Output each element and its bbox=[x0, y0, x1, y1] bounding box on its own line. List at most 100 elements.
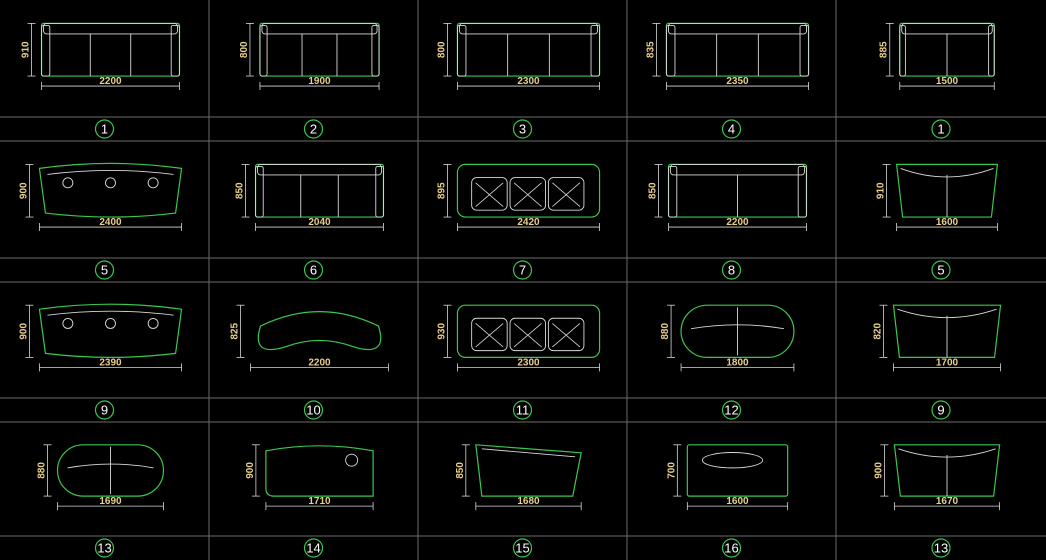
width-dimension-label: 2350 bbox=[726, 76, 749, 87]
item-number-label: 1 bbox=[101, 122, 108, 137]
tufted-cushion bbox=[547, 317, 585, 352]
item-number-circle bbox=[512, 538, 533, 558]
sofa-outline bbox=[680, 304, 795, 359]
tuft-pattern bbox=[513, 323, 542, 348]
sofa-arm bbox=[375, 165, 384, 218]
sofa-outline bbox=[456, 304, 601, 359]
width-dimension-label: 2200 bbox=[308, 357, 331, 368]
tufted-cushion bbox=[471, 177, 508, 211]
item-number-circle bbox=[303, 400, 324, 420]
item-number-circle bbox=[94, 119, 115, 139]
item-number-circle bbox=[512, 400, 533, 420]
depth-dimension-label: 850 bbox=[455, 462, 466, 479]
tuft-pattern bbox=[513, 182, 542, 207]
width-dimension-label: 1600 bbox=[936, 217, 959, 228]
sofa-arm bbox=[456, 24, 467, 77]
width-dimension-label: 1680 bbox=[517, 496, 540, 507]
sofa-backrest bbox=[481, 448, 576, 458]
item-number-label: 7 bbox=[519, 263, 526, 278]
item-number-circle bbox=[721, 400, 742, 420]
sofa-backrest bbox=[257, 163, 382, 176]
item-number-label: 6 bbox=[310, 263, 317, 278]
sofa-arm bbox=[41, 24, 51, 77]
item-number-circle bbox=[721, 260, 742, 280]
sofa-backrest bbox=[670, 163, 805, 176]
width-dimension-label: 2040 bbox=[308, 217, 331, 228]
sofa-arm bbox=[797, 165, 807, 218]
sofa-backrest bbox=[43, 22, 178, 35]
item-number-label: 14 bbox=[306, 541, 320, 556]
depth-dimension-label: 820 bbox=[872, 323, 883, 340]
sofa-outline bbox=[254, 163, 385, 218]
depth-dimension-label: 825 bbox=[230, 323, 241, 340]
sofa-backrest bbox=[667, 22, 808, 35]
cushion bbox=[62, 318, 74, 329]
tufted-cushion bbox=[547, 177, 585, 211]
item-number-label: 2 bbox=[310, 122, 317, 137]
tufted-cushion bbox=[509, 177, 547, 211]
sofa-outline bbox=[456, 22, 601, 77]
sofa-backrest bbox=[47, 169, 174, 175]
item-number-label: 3 bbox=[519, 122, 526, 137]
width-dimension-label: 2400 bbox=[99, 217, 122, 228]
item-number-label: 8 bbox=[728, 263, 735, 278]
item-number-label: 9 bbox=[101, 403, 108, 418]
sofa-arm bbox=[255, 165, 264, 218]
width-dimension-label: 1600 bbox=[726, 496, 749, 507]
sofa-outline bbox=[257, 311, 382, 351]
depth-dimension-label: 930 bbox=[436, 323, 447, 340]
item-number-circle bbox=[303, 119, 324, 139]
width-dimension-label: 2300 bbox=[517, 357, 540, 368]
depth-dimension-label: 850 bbox=[235, 182, 246, 199]
cushion bbox=[105, 177, 116, 189]
sofa-arm bbox=[899, 24, 906, 77]
item-number-circle bbox=[303, 538, 324, 558]
depth-dimension-label: 700 bbox=[666, 462, 677, 479]
item-number-label: 10 bbox=[306, 403, 320, 418]
item-number-circle bbox=[512, 119, 533, 139]
item-number-label: 1 bbox=[937, 122, 944, 137]
sofa-outline bbox=[456, 163, 601, 218]
width-dimension-label: 1710 bbox=[308, 496, 331, 507]
sofa-backrest bbox=[901, 22, 993, 35]
item-number-label: 13 bbox=[97, 541, 111, 556]
width-dimension-label: 1700 bbox=[936, 357, 959, 368]
sofa-outline bbox=[665, 22, 810, 77]
sofa-arm bbox=[665, 24, 676, 77]
depth-dimension-label: 880 bbox=[660, 323, 671, 340]
item-number-circle bbox=[721, 538, 742, 558]
depth-dimension-label: 880 bbox=[37, 462, 48, 479]
sofa-outline bbox=[895, 163, 999, 218]
item-number-label: 5 bbox=[101, 263, 108, 278]
cushion bbox=[105, 318, 116, 329]
width-dimension-label: 2200 bbox=[726, 217, 749, 228]
sofa-outline bbox=[893, 444, 1001, 497]
item-number-circle bbox=[512, 260, 533, 280]
sofa-outline bbox=[38, 303, 183, 358]
item-number-circle bbox=[303, 260, 324, 280]
cushion bbox=[62, 177, 74, 189]
sofa-arm bbox=[668, 165, 678, 218]
item-number-circle bbox=[721, 119, 742, 139]
item-number-circle bbox=[931, 400, 951, 420]
cushion bbox=[147, 177, 159, 189]
sofa-outline bbox=[686, 444, 789, 497]
sofa-backrest bbox=[67, 463, 154, 469]
depth-dimension-label: 800 bbox=[239, 41, 250, 58]
sofa-arm bbox=[170, 24, 180, 77]
sofa-cells: 2200910119008002230080032350835415008851… bbox=[18, 22, 1002, 558]
